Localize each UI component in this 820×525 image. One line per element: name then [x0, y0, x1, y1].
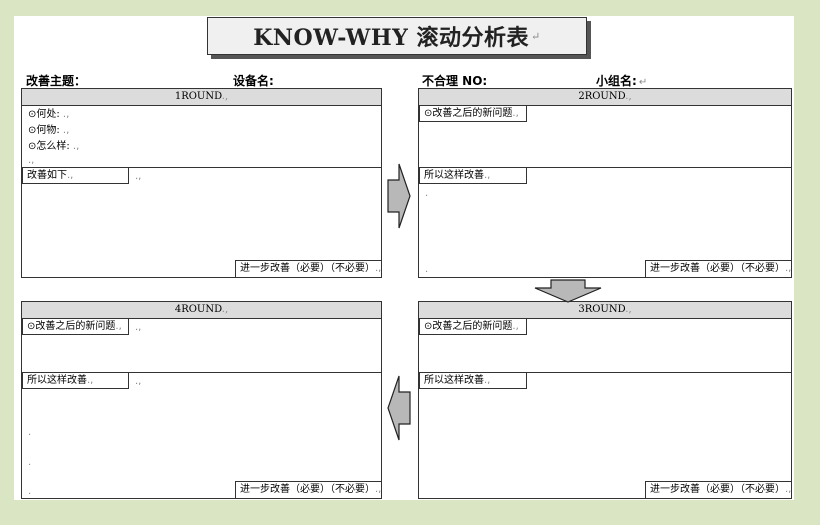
- further-improvement-box[interactable]: 进一步改善（必要）（不必要）.,: [235, 260, 381, 277]
- improve-topic-label: 改善主题：: [26, 74, 87, 88]
- form-title-text: KNOW-WHY 滚动分析表: [253, 25, 529, 51]
- round-2-header: 2ROUND.,: [419, 89, 791, 106]
- paragraph-mark: .: [28, 427, 32, 438]
- panel-divider: [419, 167, 791, 168]
- improvement-label: 改善如下.,: [22, 167, 129, 184]
- round-1-panel: 1ROUND., ⊙何处: ., ⊙何物: ., ⊙怎么样: ., ., 改善如…: [21, 88, 382, 278]
- paragraph-mark: .: [425, 264, 429, 275]
- paragraph-mark: .: [28, 457, 32, 468]
- team-label: 小组名:↵: [596, 72, 647, 89]
- new-problem-label: ⊙改善之后的新问题.,: [22, 318, 129, 335]
- panel-divider: [419, 372, 791, 373]
- paragraph-mark: ↵: [638, 77, 648, 88]
- paragraph-mark: .,: [135, 171, 142, 182]
- round-4-header: 4ROUND.,: [22, 302, 381, 319]
- new-problem-label: ⊙改善之后的新问题.,: [419, 105, 527, 122]
- paragraph-mark: ↵: [530, 29, 541, 43]
- paragraph-mark: .: [425, 188, 429, 199]
- paragraph-mark: .,: [135, 322, 142, 333]
- improve-this-way-label: 所以这样改善.,: [419, 372, 527, 389]
- new-problem-label: ⊙改善之后的新问题.,: [419, 318, 527, 335]
- equipment-label: 设备名:: [233, 74, 274, 88]
- paragraph-mark: .,: [135, 376, 142, 387]
- panel-divider: [22, 167, 381, 168]
- improve-this-way-label: 所以这样改善.,: [419, 167, 527, 184]
- arrow-down-icon: [534, 279, 602, 303]
- round-1-header: 1ROUND.,: [22, 89, 381, 106]
- further-improvement-box[interactable]: 进一步改善（必要）（不必要）.,: [235, 481, 381, 498]
- form-title: KNOW-WHY 滚动分析表 ↵: [207, 17, 587, 55]
- paragraph-mark: .: [28, 486, 32, 497]
- where-field[interactable]: ⊙何处: .,: [28, 109, 70, 120]
- panel-divider: [22, 372, 381, 373]
- further-improvement-box[interactable]: 进一步改善（必要）（不必要）.,: [645, 260, 791, 277]
- further-improvement-box[interactable]: 进一步改善（必要）（不必要）.,: [645, 481, 791, 498]
- improve-this-way-label: 所以这样改善.,: [22, 372, 129, 389]
- what-field[interactable]: ⊙何物: .,: [28, 125, 70, 136]
- team-label-text: 小组名:: [596, 74, 637, 88]
- arrow-left-icon: [387, 375, 411, 441]
- round-4-panel: 4ROUND., ⊙改善之后的新问题., ., 所以这样改善., ., . . …: [21, 301, 382, 499]
- paragraph-mark: .,: [28, 155, 35, 166]
- nonconform-no-label: 不合理 NO:: [422, 74, 488, 88]
- arrow-right-icon: [387, 163, 411, 229]
- round-3-panel: 3ROUND., ⊙改善之后的新问题., 所以这样改善., 进一步改善（必要）（…: [418, 301, 792, 499]
- round-3-header: 3ROUND.,: [419, 302, 791, 319]
- how-field[interactable]: ⊙怎么样: .,: [28, 141, 80, 152]
- round-2-panel: 2ROUND., ⊙改善之后的新问题., 所以这样改善., . . 进一步改善（…: [418, 88, 792, 278]
